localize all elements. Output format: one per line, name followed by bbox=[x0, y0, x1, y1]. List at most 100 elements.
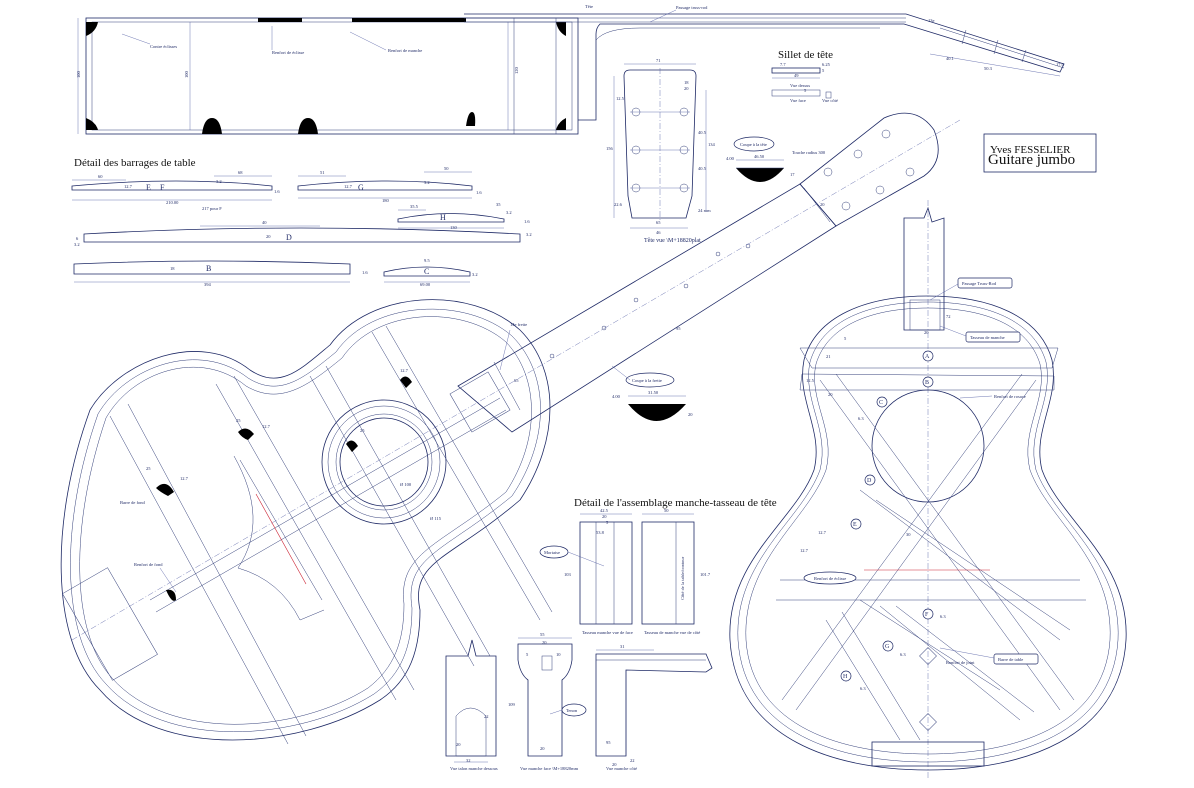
dim-ef-68: 68 bbox=[238, 170, 243, 175]
headstock-plan: 71 12.5 40.5 40.5 156 134 22.6 65 46 24 … bbox=[606, 58, 716, 244]
asm-dim-5: 5 bbox=[606, 520, 609, 525]
bubble-d: D bbox=[864, 474, 876, 486]
label-renfort-manche: Renfort de manche bbox=[388, 48, 422, 53]
neck-dim-20: 20 bbox=[820, 202, 825, 207]
dim-170: 17.0 bbox=[1056, 62, 1065, 67]
dim-b-18: 18 bbox=[170, 266, 175, 271]
sillet-dim-5a: 5 bbox=[822, 68, 825, 73]
neck-dim-95: 95 bbox=[676, 326, 681, 331]
lb-dim-4: 12.7 bbox=[262, 424, 271, 429]
asm-dim-20b: 32 bbox=[466, 758, 471, 763]
dim-g-16: 1.6 bbox=[476, 190, 482, 195]
asm-dim-109: 109 bbox=[508, 702, 516, 707]
sillet-vue-face: Vue face bbox=[790, 98, 806, 103]
dim-c-95: 9.5 bbox=[424, 258, 430, 263]
coupe-frette-dim-3150: 31.50 bbox=[648, 390, 659, 395]
label-tete: Tête bbox=[585, 4, 593, 9]
hs-dim-226: 22.6 bbox=[614, 202, 623, 207]
rb-dim-63a: 6.3 bbox=[858, 416, 864, 421]
rb-dim-30: 30 bbox=[906, 532, 911, 537]
label-tenon: Tenon bbox=[566, 708, 578, 713]
title-barrages: Détail des barrages de table bbox=[74, 157, 196, 169]
coupe-frette-dim-400: 4.00 bbox=[612, 394, 621, 399]
lb-dim-8: Ø 115 bbox=[430, 516, 442, 521]
sillet-vue-dessus: Vue dessus bbox=[790, 83, 810, 88]
section-at-head: Coupe à la tête 46.50 4.00 17 Touche rad… bbox=[726, 136, 826, 182]
dim-503: 50.3 bbox=[984, 66, 993, 71]
dim-side-a: 100 bbox=[76, 71, 81, 79]
rb-dim-20b: 20 bbox=[924, 330, 929, 335]
dim-d-20: 20 bbox=[266, 234, 271, 239]
dim-ef-60: 60 bbox=[98, 174, 103, 179]
hs-dim-24: 24 mm bbox=[698, 208, 711, 213]
bubble-g: G bbox=[882, 640, 894, 652]
bubble-g-text: G bbox=[885, 644, 890, 650]
lb-dim-7: Ø 100 bbox=[400, 482, 412, 487]
dim-g-51: 51 bbox=[320, 170, 325, 175]
dim-d-6: 6 bbox=[76, 236, 79, 241]
letter-c: C bbox=[424, 267, 429, 276]
dim-401: 40.1 bbox=[946, 56, 954, 61]
label-renfort-fond: Renfort de fond bbox=[134, 562, 163, 567]
plan-title: Guitare jumbo bbox=[988, 152, 1075, 168]
title-tete-vue: Tête vue \M+18820plat bbox=[644, 238, 701, 244]
asm-dim-5b: 5 bbox=[526, 652, 529, 657]
rb-dim-125: 12.5 bbox=[806, 378, 815, 383]
rb-dim-63b: 6.3 bbox=[860, 686, 866, 691]
bubble-c: C bbox=[876, 396, 888, 408]
lb-dim-1: 25 bbox=[146, 466, 151, 471]
dim-h-total: 130 bbox=[450, 225, 458, 230]
label-vue-cote-manche: Vue manche côté bbox=[606, 766, 637, 771]
hs-dim-71: 71 bbox=[656, 58, 661, 63]
hs-dim-46: 46 bbox=[656, 230, 661, 235]
bubble-f-text: F bbox=[925, 612, 929, 618]
dim-c-total: 69.00 bbox=[420, 282, 431, 287]
neck-side-view: Tête Passage truss-rod 13e 40.1 50.3 17.… bbox=[464, 4, 1065, 121]
rb-dim-127b: 12.7 bbox=[800, 548, 809, 553]
hs-dim-134: 134 bbox=[708, 142, 716, 147]
dim-h-35: 35 bbox=[496, 202, 501, 207]
dim-side-b: 100 bbox=[184, 71, 189, 79]
dim-side-c: 120 bbox=[514, 67, 519, 75]
rib-side-view: Contre éclisses Renfort de éclisse Renfo… bbox=[76, 17, 579, 135]
dim-g-127: 12.7 bbox=[344, 184, 353, 189]
letter-e: E bbox=[146, 183, 151, 192]
label-mortaise: Mortaise bbox=[544, 550, 560, 555]
dim-ef-total: 210.00 bbox=[166, 200, 179, 205]
label-passage-truss-rod: Passage Truss-Rod bbox=[962, 281, 997, 286]
dim-ef-217: 217 pour F bbox=[202, 206, 222, 211]
coupe-tete-note: Touche radius 300 bbox=[792, 150, 826, 155]
sillet-dim-5b: 5 bbox=[804, 88, 807, 93]
label-renfort-eclisse-right: Renfort de éclisse bbox=[814, 576, 846, 581]
label-renfort-joint: Renfort de joint bbox=[946, 660, 975, 665]
lb-dim-6: 12.7 bbox=[400, 368, 409, 373]
hs-dim-18: 18 bbox=[684, 80, 689, 85]
coupe-tete-label: Coupe à la tête bbox=[740, 142, 767, 147]
bubble-b-text: B bbox=[925, 380, 929, 386]
dim-h-16: 1.6 bbox=[524, 219, 530, 224]
label-vue-cote-tasseau: Tasseau de manche vue de côté bbox=[644, 630, 700, 635]
dim-d-32: 3.2 bbox=[74, 242, 80, 247]
section-at-fret: Coupe à la frette 31.50 4.00 20 bbox=[611, 365, 693, 421]
sillet-dim-77: 7.7 bbox=[780, 62, 786, 67]
bubble-d-text: D bbox=[867, 478, 872, 484]
letter-h: H bbox=[440, 213, 446, 222]
label-barre-table: Barre de table bbox=[998, 657, 1023, 662]
dim-ef-32: 3.2 bbox=[216, 179, 222, 184]
hs-dim-65: 65 bbox=[656, 220, 661, 225]
right-guitar-body: A B C D E F G H Passage Truss-Rod Tassea… bbox=[729, 200, 1127, 780]
asm-dim-31: 31 bbox=[620, 644, 625, 649]
dim-d-40: 40 bbox=[262, 220, 267, 225]
assembly-detail: Détail de l'assemblage manche-tasseau de… bbox=[445, 497, 777, 771]
bubble-h: H bbox=[840, 670, 852, 682]
asm-dim-20a: 20 bbox=[602, 514, 607, 519]
coupe-tete-dim-17: 17 bbox=[790, 172, 795, 177]
coupe-tete-dim-400: 4.00 bbox=[726, 156, 735, 161]
asm-dim-10: 10 bbox=[556, 652, 561, 657]
bubble-a-text: A bbox=[925, 354, 930, 360]
left-guitar-body: Barre de fond Renfort de fond 25 12.7 25… bbox=[60, 112, 961, 745]
label-vue-dessous: Vue talon manche dessous bbox=[450, 766, 498, 771]
label-vue-face-manche: Vue manche face \M+18820mm bbox=[520, 766, 579, 771]
rb-dim-127: 12.7 bbox=[818, 530, 827, 535]
neck-dim-65: 65 bbox=[514, 378, 519, 383]
